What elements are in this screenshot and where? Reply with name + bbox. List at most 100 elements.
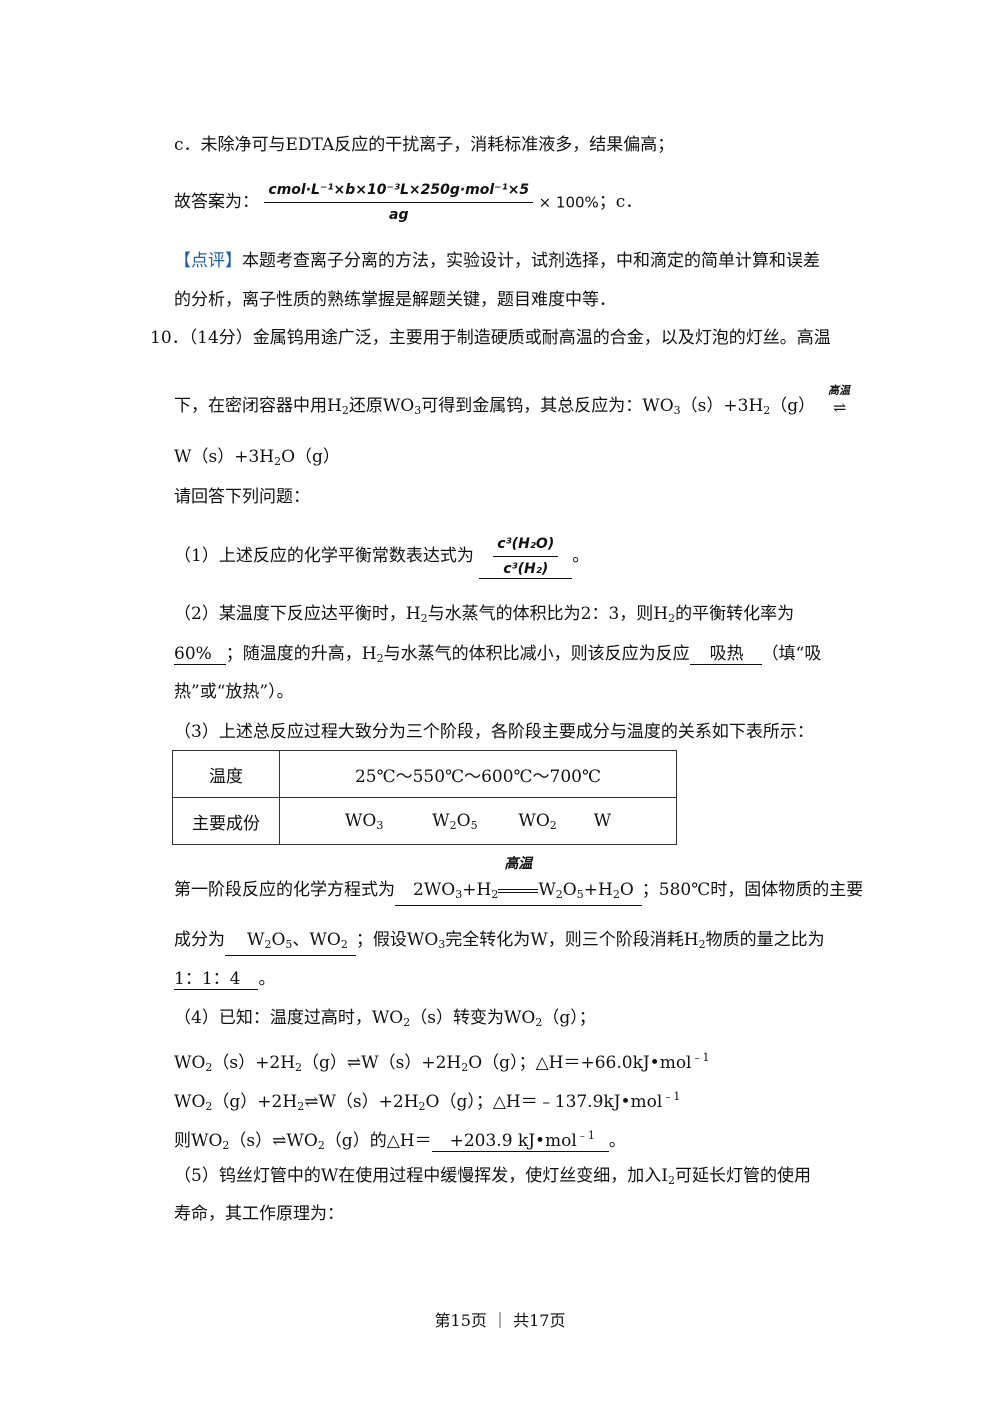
comp-w: W [593,810,612,831]
sub: 3 [414,404,422,417]
q3-line-1: （3）上述总反应过程大致分为三个阶段，各阶段主要成分与温度的关系如下表所示： [174,722,814,742]
double-bar-icon [498,888,539,893]
ans: O [271,930,286,950]
sub: 5 [470,818,478,832]
sub: 2 [205,1100,213,1113]
table-row: 主要成份 WO3 W2O5 WO2 W [172,797,677,845]
q1-line: （1）上述反应的化学平衡常数表达式为 c³(H₂O) c³(H₂) 。 [174,532,589,580]
q10-line-4: 请回答下列问题： [174,487,310,507]
q4-e2: WO [174,1092,206,1112]
q1-end: 。 [572,546,590,566]
sub: 2 [341,404,349,417]
table-components: WO3 W2O5 WO2 W [279,797,677,845]
q4-e2: ⇌W（s）+2H [304,1092,419,1112]
eq: W [538,880,556,900]
sub: 2 [461,1061,469,1074]
q10-line-3: W（s）+3H2O（g） [174,446,340,473]
eq: +H [583,880,613,900]
answer-numerator: cmol·L⁻¹×b×10⁻³L×250g·mol⁻¹×5 [264,181,534,203]
q10-l3a: W（s）+3H [174,447,275,467]
sub: 2 [668,1174,676,1187]
comp-w2o5: W2O5 [432,810,478,832]
q3-s1a: 第一阶段反应的化学方程式为 [174,880,395,900]
q4-l4c: （g）的△H＝ [324,1131,432,1151]
table-header-components: 主要成份 [172,797,280,845]
q3-b3: 完全转化为W，则三个阶段消耗H [445,930,699,950]
q4-l4a: 则WO [174,1131,223,1151]
comp-text: WO [518,810,550,831]
q5-line-2: 寿命，其工作原理为： [174,1204,344,1224]
q2-l2a: ；随温度的升高，H [225,644,377,664]
sub: 2 [491,888,499,901]
comp-text: W [432,810,450,831]
q2-line-2: 60%；随温度的升高，H2与水蒸气的体积比减小，则该反应为反应吸热（填“吸 [174,643,821,670]
q3-ratio-line: 1：1：4。 [174,968,275,990]
sub: 2 [555,888,563,901]
composition-table: 温度 25℃～550℃～600℃～700℃ 主要成份 WO3 W2O5 WO2 … [172,750,677,845]
q1-fraction: c³(H₂O) c³(H₂) [479,535,573,579]
comment-text-1: 本题考查离子分离的方法，实验设计，试剂选择，中和滴定的简单计算和误差 [242,251,820,271]
sub: 2 [205,1061,213,1074]
q3-b2: ；假设WO [355,930,439,950]
sub: 2 [418,1100,426,1113]
q2-l1c: 的平衡转化率为 [675,604,795,624]
q10-line-1: 10．（14分）金属钨用途广泛，主要用于制造硬质或耐高温的合金，以及灯泡的灯丝。… [150,328,831,348]
para-c: c．未除净可与EDTA反应的干扰离子，消耗标准液多，结果偏高； [174,135,675,155]
q4-l1c: （g）； [542,1008,596,1028]
sub: 2 [274,455,282,468]
q2-l1a: （2）某温度下反应达平衡时，H [174,604,421,624]
q4-e1: O（g）；△H＝+66.0kJ•mol [468,1053,692,1073]
answer-fraction: cmol·L⁻¹×b×10⁻³L×250g·mol⁻¹×5 ag [264,181,534,224]
q2-line-1: （2）某温度下反应达平衡时，H2与水蒸气的体积比为2：3，则H2的平衡转化率为 [174,603,794,630]
reaction-arrow: 高温 [498,856,539,900]
q10-l2b: 还原WO [348,396,415,416]
q1-prefix: （1）上述反应的化学平衡常数表达式为 [174,546,474,566]
q4-equation-1: WO2（s）+2H2（g）⇌W（s）+2H2O（g）；△H＝+66.0kJ•mo… [174,1047,710,1079]
answer-prefix: 故答案为： [174,192,259,212]
q3-ratio-answer: 1：1：4 [174,969,259,990]
ans: +203.9 kJ•mol [449,1131,577,1151]
sub: 2 [549,818,557,832]
q4-equation-2: WO2（g）+2H2⇌W（s）+2H2O（g）；△H＝﹣137.9kJ•mol﹣… [174,1086,680,1118]
comp-wo3: WO3 [344,810,383,832]
answer-line: 故答案为： cmol·L⁻¹×b×10⁻³L×250g·mol⁻¹×5 ag ×… [174,178,642,227]
sub: 3 [673,404,681,417]
table-row: 温度 25℃～550℃～600℃～700℃ [172,750,677,798]
sub: 3 [455,888,463,901]
sup: ﹣1 [576,1129,595,1142]
q5-line-1: （5）钨丝灯管中的W在使用过程中缓慢挥发，使灯丝变细，加入I2可延长灯管的使用 [174,1165,811,1192]
sub: 3 [438,938,446,951]
sub: 2 [295,1061,303,1074]
q4-line-4: 则WO2（s）⇌WO2（g）的△H＝+203.9 kJ•mol﹣1。 [174,1126,626,1157]
high-temp-condition: 高温 [828,384,850,397]
q4-e2: （g）+2H [212,1092,298,1112]
sub: 2 [317,1139,325,1152]
eq: +H [462,880,492,900]
q5-l1b: 可延长灯管的使用 [675,1166,812,1186]
comment-line-2: 的分析，离子性质的熟练掌握是解题关键，题目难度中等． [174,290,616,310]
table-temperatures: 25℃～550℃～600℃～700℃ [279,750,677,798]
sub: 2 [420,612,428,625]
comp-text: O [456,810,471,831]
comp-text: WO [344,810,377,831]
page-footer: 第15页 ｜ 共17页 [434,1311,566,1330]
answer-suffix: × 100% [538,193,599,212]
comment-tag: 【点评】 [174,251,242,271]
q4-line-1: （4）已知：温度过高时，WO2（s）转变为WO2（g）； [174,1007,596,1034]
q4-l4b: （s）⇌WO [229,1131,318,1151]
q2-l2c: （填“吸 [761,644,822,664]
arrow-condition: 高温 [504,856,533,872]
q2-l1b: 与水蒸气的体积比为2：3，则H [427,604,669,624]
sub: 2 [403,1016,411,1029]
q3-b4: 物质的量之比为 [705,930,825,950]
q3-s1b: ；580℃时，固体物质的主要 [641,880,864,900]
sup: ﹣1 [662,1090,681,1103]
ans: 、WO [292,930,341,950]
q10-l2d: （s）+3H [680,396,764,416]
q4-e1: （g）⇌W（s）+2H [302,1053,462,1073]
sup: ﹣1 [691,1051,710,1064]
q2-line-3: 热”或“放热”）。 [174,682,294,702]
sub: 2 [222,1139,230,1152]
